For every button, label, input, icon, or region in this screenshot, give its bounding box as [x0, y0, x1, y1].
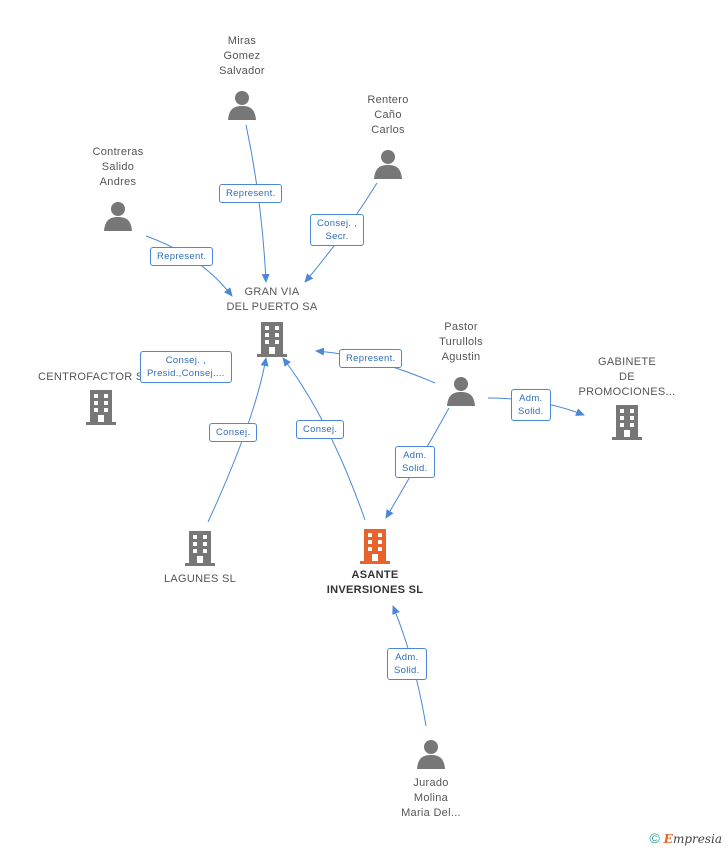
brand-rest: mpresia [672, 832, 722, 846]
edge-label-centrofactor-granvia[interactable]: Consej. , Presid.,Consej.... [140, 351, 232, 383]
node-label: CENTROFACTOR S [38, 371, 144, 383]
brand-initial: E [663, 832, 673, 846]
node-jurado-molina-maria[interactable]: Jurado Molina Maria Del... [391, 738, 471, 821]
node-centrofactor[interactable]: CENTROFACTOR S [38, 370, 166, 425]
node-label: Jurado Molina Maria Del... [401, 777, 461, 819]
building-icon [612, 405, 642, 440]
node-label: ASANTE INVERSIONES SL [326, 569, 424, 596]
node-contreras-salido-andres[interactable]: Contreras Salido Andres [78, 145, 158, 232]
empresia-logo[interactable]: Empresia [664, 832, 722, 846]
node-rentero-cano-carlos[interactable]: Rentero Caño Carlos [348, 93, 428, 180]
edge-miras-granvia [245, 124, 270, 283]
copyright-footer: ©Empresia [649, 830, 722, 846]
edge-label-pastor-granvia[interactable]: Represent. [339, 349, 403, 368]
node-asante-inversiones-sl[interactable]: ASANTE INVERSIONES SL [315, 528, 435, 598]
person-icon [417, 740, 445, 769]
node-label: Pastor Turullols Agustin [439, 321, 483, 363]
edge-label-jurado-asante[interactable]: Adm. Solid. [387, 648, 427, 680]
edge-label-contreras-granvia[interactable]: Represent. [150, 247, 214, 266]
building-icon [86, 390, 116, 425]
node-gabinete-de-promociones[interactable]: GABINETE DE PROMOCIONES... [572, 355, 682, 440]
node-label: GABINETE DE PROMOCIONES... [578, 356, 676, 398]
node-gran-via-del-puerto-sa[interactable]: GRAN VIA DEL PUERTO SA [212, 285, 332, 357]
node-label: Contreras Salido Andres [92, 146, 144, 188]
edge-label-lagunes-granvia[interactable]: Consej. [209, 423, 258, 442]
node-lagunes-sl[interactable]: LAGUNES SL [150, 530, 250, 587]
building-icon [185, 531, 215, 566]
person-icon [447, 377, 475, 406]
building-icon [360, 529, 390, 564]
person-icon [374, 150, 402, 179]
edge-label-rentero-granvia[interactable]: Consej. , Secr. [310, 214, 365, 246]
person-icon [104, 202, 132, 231]
edge-label-miras-granvia[interactable]: Represent. [219, 184, 283, 203]
node-label: GRAN VIA DEL PUERTO SA [226, 286, 318, 313]
node-label: LAGUNES SL [163, 573, 237, 585]
edge-label-pastor-asante[interactable]: Adm. Solid. [395, 446, 435, 478]
edge-asante-granvia [282, 357, 366, 521]
node-label: Miras Gomez Salvador [219, 35, 265, 77]
copyright-symbol: © [649, 830, 660, 846]
edge-label-pastor-gabinete[interactable]: Adm. Solid. [511, 389, 551, 421]
person-icon [228, 91, 256, 120]
node-miras-gomez-salvador[interactable]: Miras Gomez Salvador [202, 34, 282, 121]
node-pastor-turullols-agustin[interactable]: Pastor Turullols Agustin [421, 320, 501, 407]
edge-label-asante-granvia[interactable]: Consej. [296, 420, 345, 439]
node-label: Rentero Caño Carlos [367, 94, 409, 136]
building-icon [257, 322, 287, 357]
